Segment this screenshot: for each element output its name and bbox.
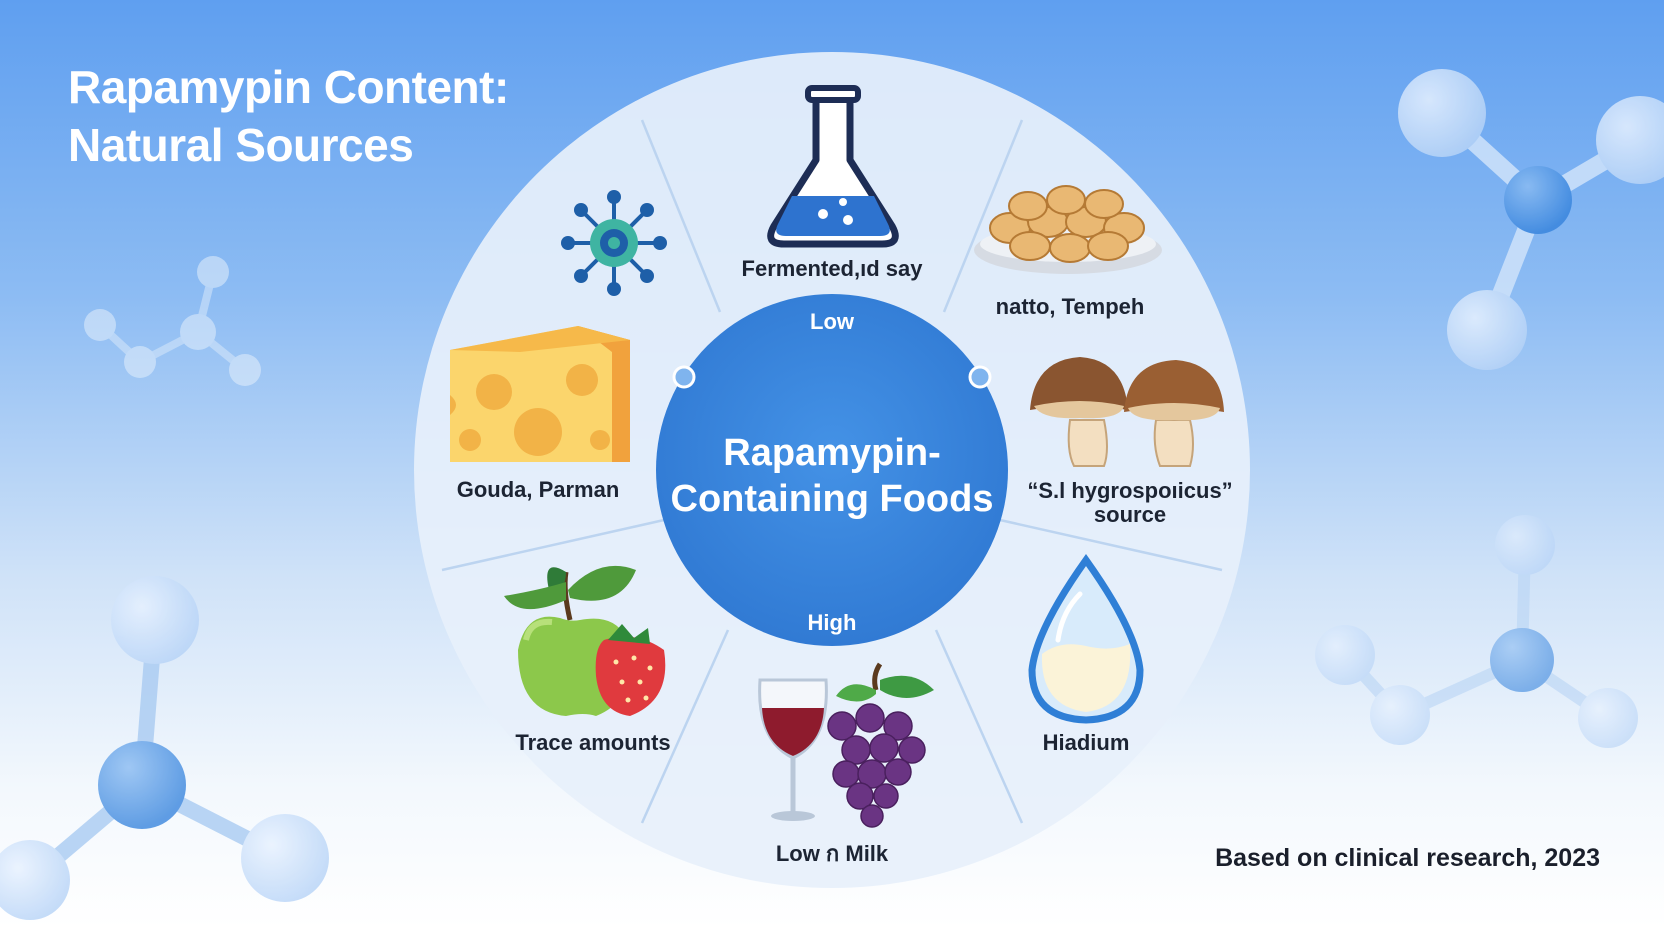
segment-label-fermented: Fermented,ıd say — [741, 256, 923, 281]
segment-label-natto: natto, Tempeh — [995, 294, 1145, 319]
molecule-left-icon — [84, 256, 261, 386]
segment-label-milk: Low ก Milk — [775, 841, 889, 866]
segment-label-hygroscopicus-line-2: source — [1093, 502, 1167, 527]
wine-and-grapes-icon — [758, 662, 934, 828]
milk-drop-icon — [1028, 553, 1144, 724]
title-line-1: Rapamypin Content: — [68, 61, 509, 113]
wheel-dividers — [441, 119, 1223, 824]
page-title: Rapamypin Content: Natural Sources — [68, 58, 509, 174]
center-title-line-2: Containing Foods — [670, 478, 994, 520]
scale-low-label: Low — [810, 309, 854, 334]
soybeans-bowl-icon — [974, 185, 1162, 274]
mushrooms-icon — [1030, 357, 1224, 467]
segment-label-hygroscopicus-line-1: “S.l hygrospoıicus” — [1027, 478, 1233, 503]
apple-and-strawberry-icon — [504, 565, 666, 716]
flask-icon — [767, 85, 899, 248]
segment-label-hiadium: Hiadium — [1042, 730, 1130, 755]
molecule-top-right-icon — [1398, 69, 1664, 370]
segment-label-gouda: Gouda, Parman — [456, 477, 620, 502]
title-line-2: Natural Sources — [68, 119, 414, 171]
center-title-line-1: Rapamypin- — [723, 432, 941, 474]
footnote: Based on clinical research, 2023 — [1215, 844, 1600, 872]
connector-dot-left — [672, 365, 696, 389]
cheese-icon — [450, 326, 630, 462]
center-title: Rapamypin- Containing Foods — [650, 430, 1014, 522]
segment-label-hygroscopicus: “S.l hygrospoıicus” source — [1010, 479, 1250, 527]
center-circle — [656, 294, 1008, 646]
molecule-bottom-right-icon — [1315, 515, 1638, 748]
segment-label-trace: Trace amounts — [515, 730, 671, 755]
scale-high-label: High — [807, 610, 857, 635]
molecule-bottom-left-icon — [0, 576, 329, 920]
bacteria-icon — [561, 190, 667, 296]
connector-dot-right — [968, 365, 992, 389]
